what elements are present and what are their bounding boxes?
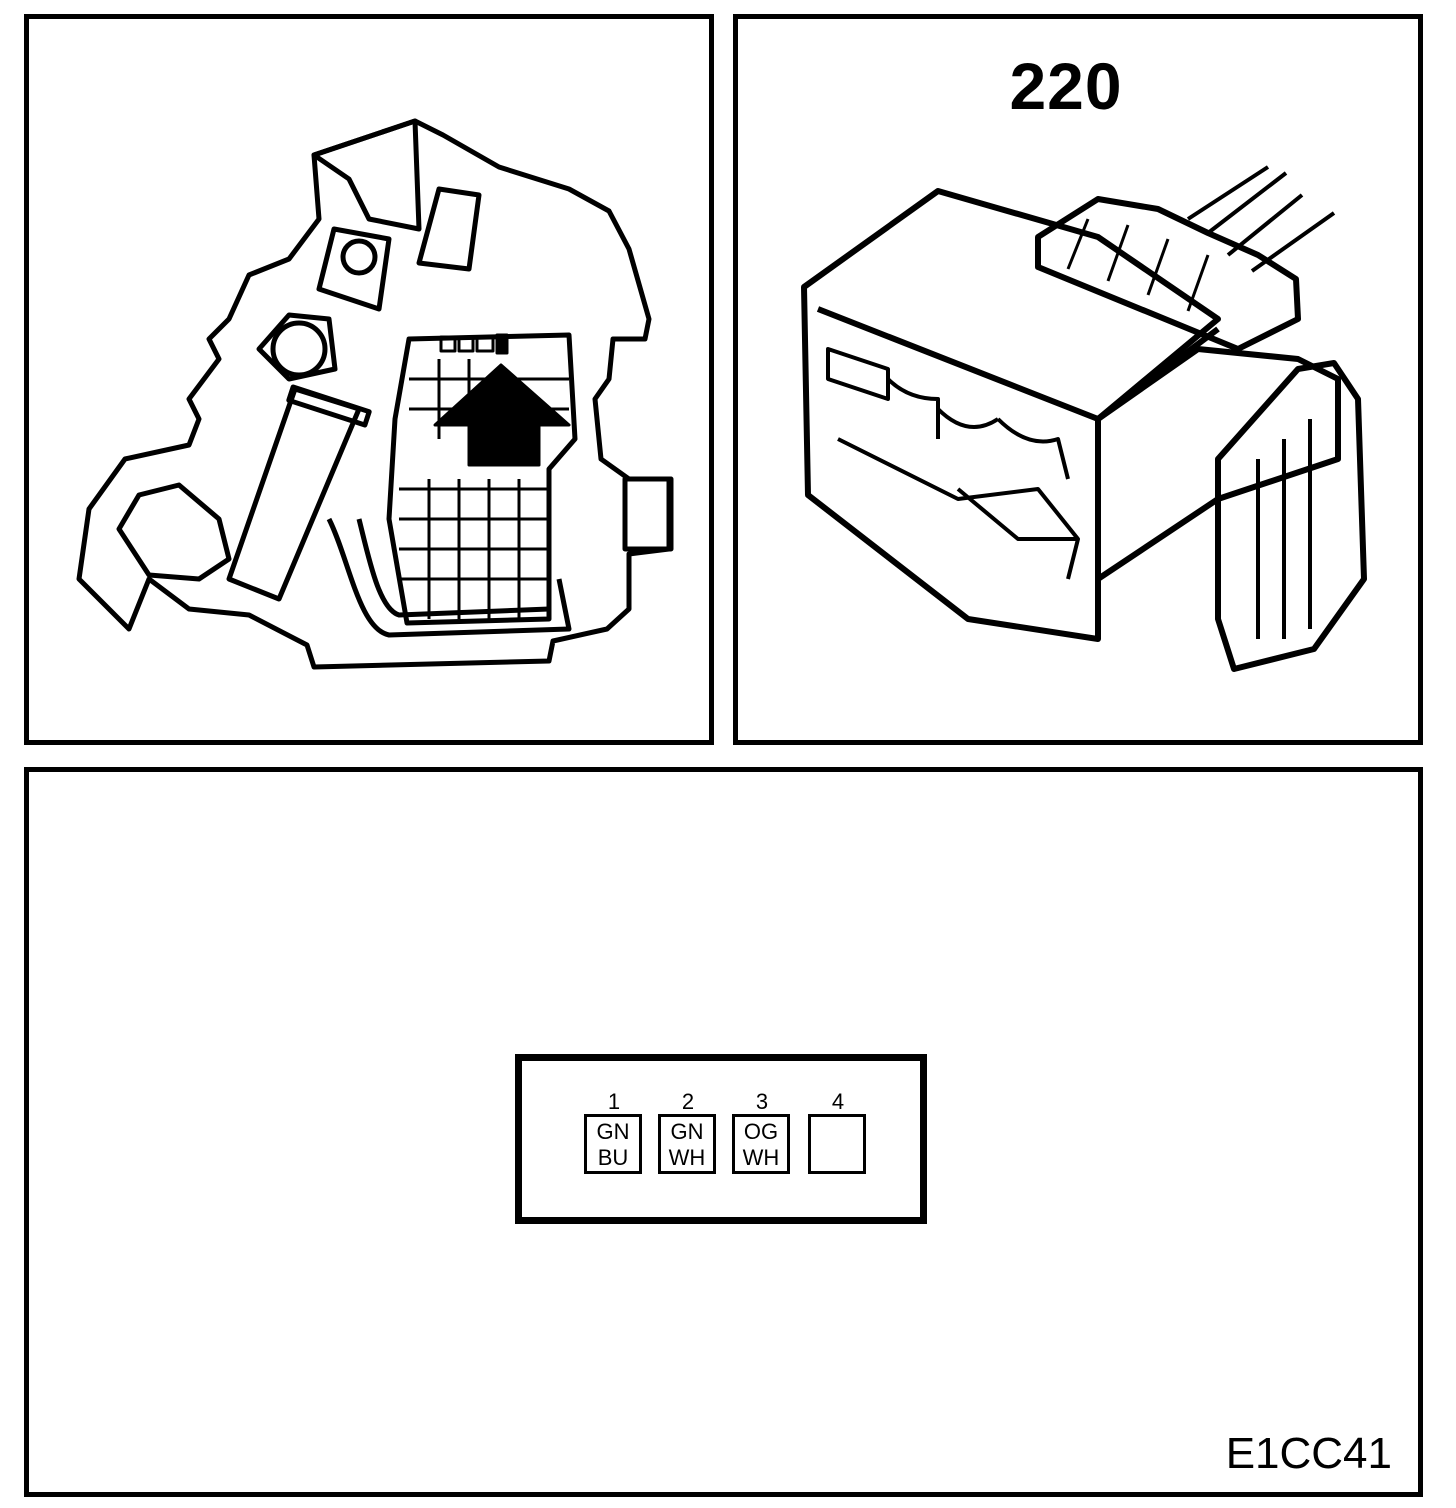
pin-number: 3	[755, 1089, 769, 1114]
locator-arrow	[433, 363, 571, 467]
connector-housing	[801, 188, 1221, 642]
motor-body	[270, 320, 328, 378]
pin-number: 1	[607, 1089, 621, 1114]
wire-color-stripe: WH	[668, 1145, 706, 1170]
cable-seal-block	[1035, 196, 1301, 352]
wire-color-primary: GN	[596, 1119, 630, 1144]
pipe-flange	[286, 384, 372, 428]
pin-number: 2	[681, 1089, 695, 1114]
wire-color-stripe: WH	[742, 1145, 780, 1170]
pin-wire-colors: GN WH	[658, 1114, 716, 1174]
heater-pipe	[226, 386, 362, 602]
pin-wire-colors: GN BU	[584, 1114, 642, 1174]
top-vent	[311, 118, 422, 232]
servo-motor	[316, 226, 392, 312]
latch-ridges	[1256, 419, 1312, 639]
core-housing	[386, 332, 578, 626]
flap-actuator	[416, 186, 482, 272]
coolant-hose-inner	[356, 518, 550, 618]
wire-color-stripe: BU	[597, 1145, 629, 1170]
pinout-panel: 1 GN BU 2 GN WH 3 OG WH 4	[24, 767, 1423, 1497]
coolant-hose	[326, 517, 572, 638]
side-outlet	[622, 476, 674, 552]
wire-color-primary: GN	[670, 1119, 704, 1144]
connector-number: 220	[1009, 49, 1123, 123]
terminal-cavities	[826, 347, 1080, 580]
diagram-code: E1CC41	[1225, 1429, 1392, 1478]
wire-color-primary: OG	[743, 1119, 779, 1144]
component-location-drawing	[76, 118, 674, 670]
motor-bracket	[256, 312, 338, 382]
pin-wire-colors	[808, 1114, 866, 1174]
connector-pin-face: 1 GN BU 2 GN WH 3 OG WH 4	[515, 1054, 927, 1224]
pin-number: 4	[831, 1089, 845, 1114]
connector-view-panel: 220	[733, 14, 1423, 745]
connector-drawing	[801, 165, 1367, 672]
latch-front	[1215, 360, 1367, 672]
connector-220-location	[439, 333, 509, 355]
location-panel	[24, 14, 714, 745]
air-intake	[116, 482, 232, 582]
pin-wire-colors: OG WH	[732, 1114, 790, 1174]
housing-outline	[76, 118, 672, 670]
servo-gear	[340, 238, 378, 276]
